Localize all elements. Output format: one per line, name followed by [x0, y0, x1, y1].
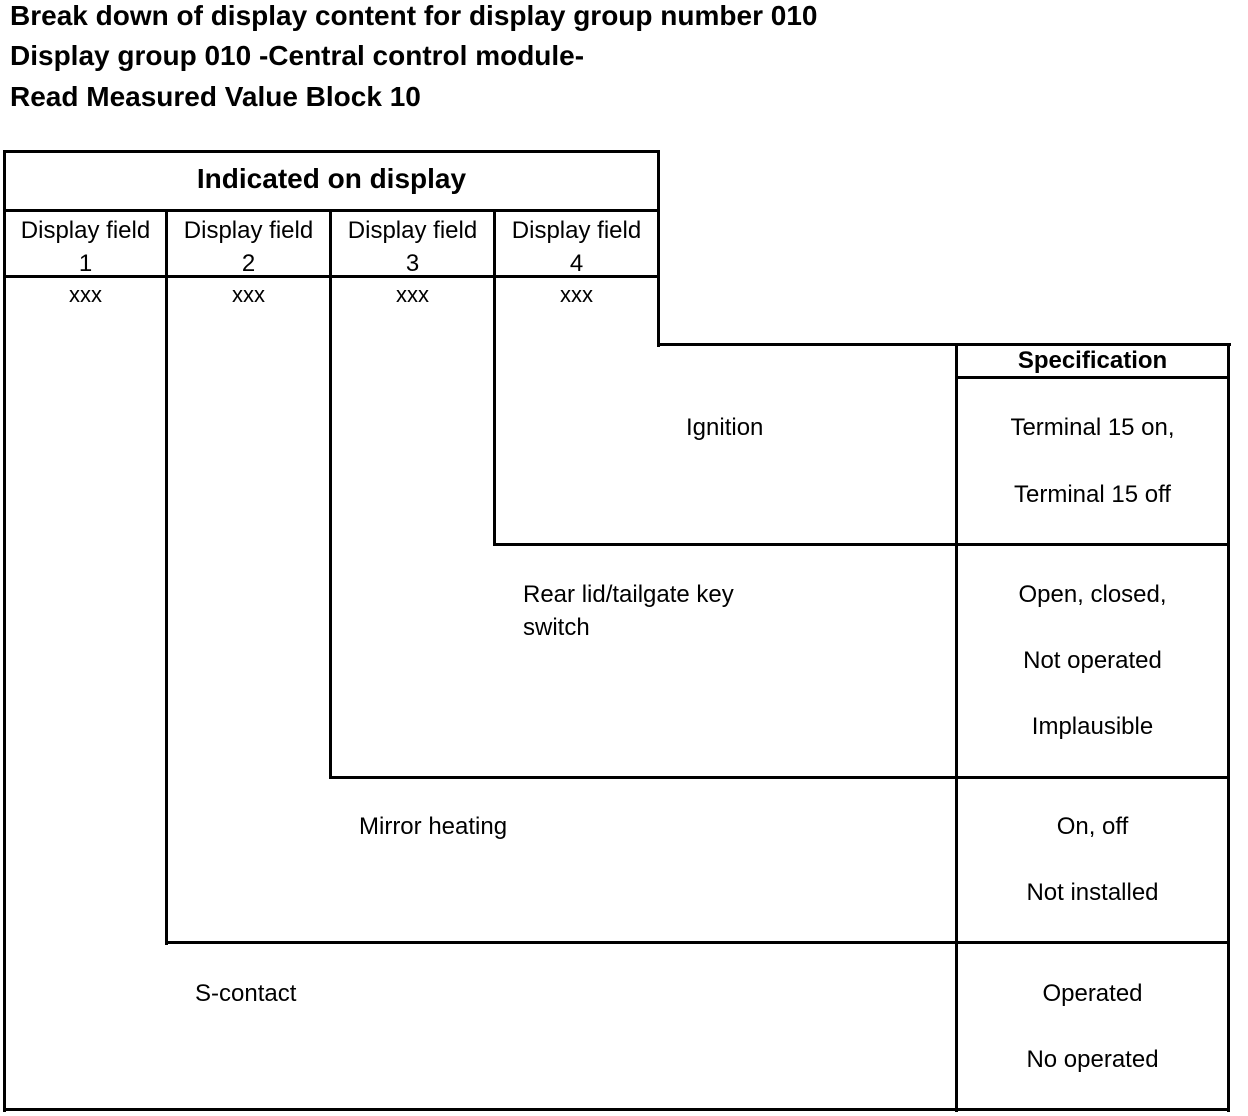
- display-field-4-value: xxx: [560, 282, 593, 307]
- rear-lid-description-line1: Rear lid/tailgate key: [523, 581, 734, 608]
- ignition-spec-1: Terminal 15 on,: [1010, 414, 1175, 441]
- ignition-spec-2: Terminal 15 off: [1014, 481, 1171, 508]
- s-contact-description: S-contact: [195, 980, 297, 1007]
- rear-lid-spec-2: Not operated: [1023, 647, 1162, 674]
- display-field-1-value: xxx: [69, 282, 102, 307]
- mirror-heating-description: Mirror heating: [359, 813, 508, 840]
- rear-lid-spec-1: Open, closed,: [1018, 581, 1167, 608]
- display-field-3-value: xxx: [396, 282, 429, 307]
- ignition-description: Ignition: [686, 414, 764, 441]
- display-group-title: Display group 010 -Central control modul…: [10, 40, 585, 71]
- display-field-4-header: Display field 4: [496, 214, 657, 280]
- display-field-1-label: Display field: [20, 217, 151, 244]
- display-field-3-label: Display field: [347, 217, 478, 244]
- display-field-1-number: 1: [78, 250, 93, 277]
- mirror-heating-spec-1: On, off: [1056, 813, 1129, 840]
- rear-lid-spec-3: Implausible: [1031, 713, 1154, 740]
- display-field-2-value: xxx: [232, 282, 265, 307]
- display-field-4-label: Display field: [511, 217, 642, 244]
- s-contact-spec-2: No operated: [1026, 1046, 1159, 1073]
- rear-lid-description-line2: switch: [523, 614, 590, 641]
- mirror-heating-spec-2: Not installed: [1026, 879, 1159, 906]
- indicated-on-display-header: Indicated on display: [196, 163, 467, 194]
- display-field-1-header: Display field 1: [6, 214, 165, 280]
- specification-header: Specification: [1017, 347, 1168, 374]
- page-title: Break down of display content for displa…: [10, 0, 818, 31]
- measured-value-block-title: Read Measured Value Block 10: [10, 81, 421, 112]
- display-field-2-label: Display field: [183, 217, 314, 244]
- display-field-2-header: Display field 2: [168, 214, 329, 280]
- display-field-4-number: 4: [569, 250, 584, 277]
- s-contact-spec-1: Operated: [1042, 980, 1143, 1007]
- display-field-3-header: Display field 3: [332, 214, 493, 280]
- display-field-3-number: 3: [405, 250, 420, 277]
- display-field-2-number: 2: [241, 250, 256, 277]
